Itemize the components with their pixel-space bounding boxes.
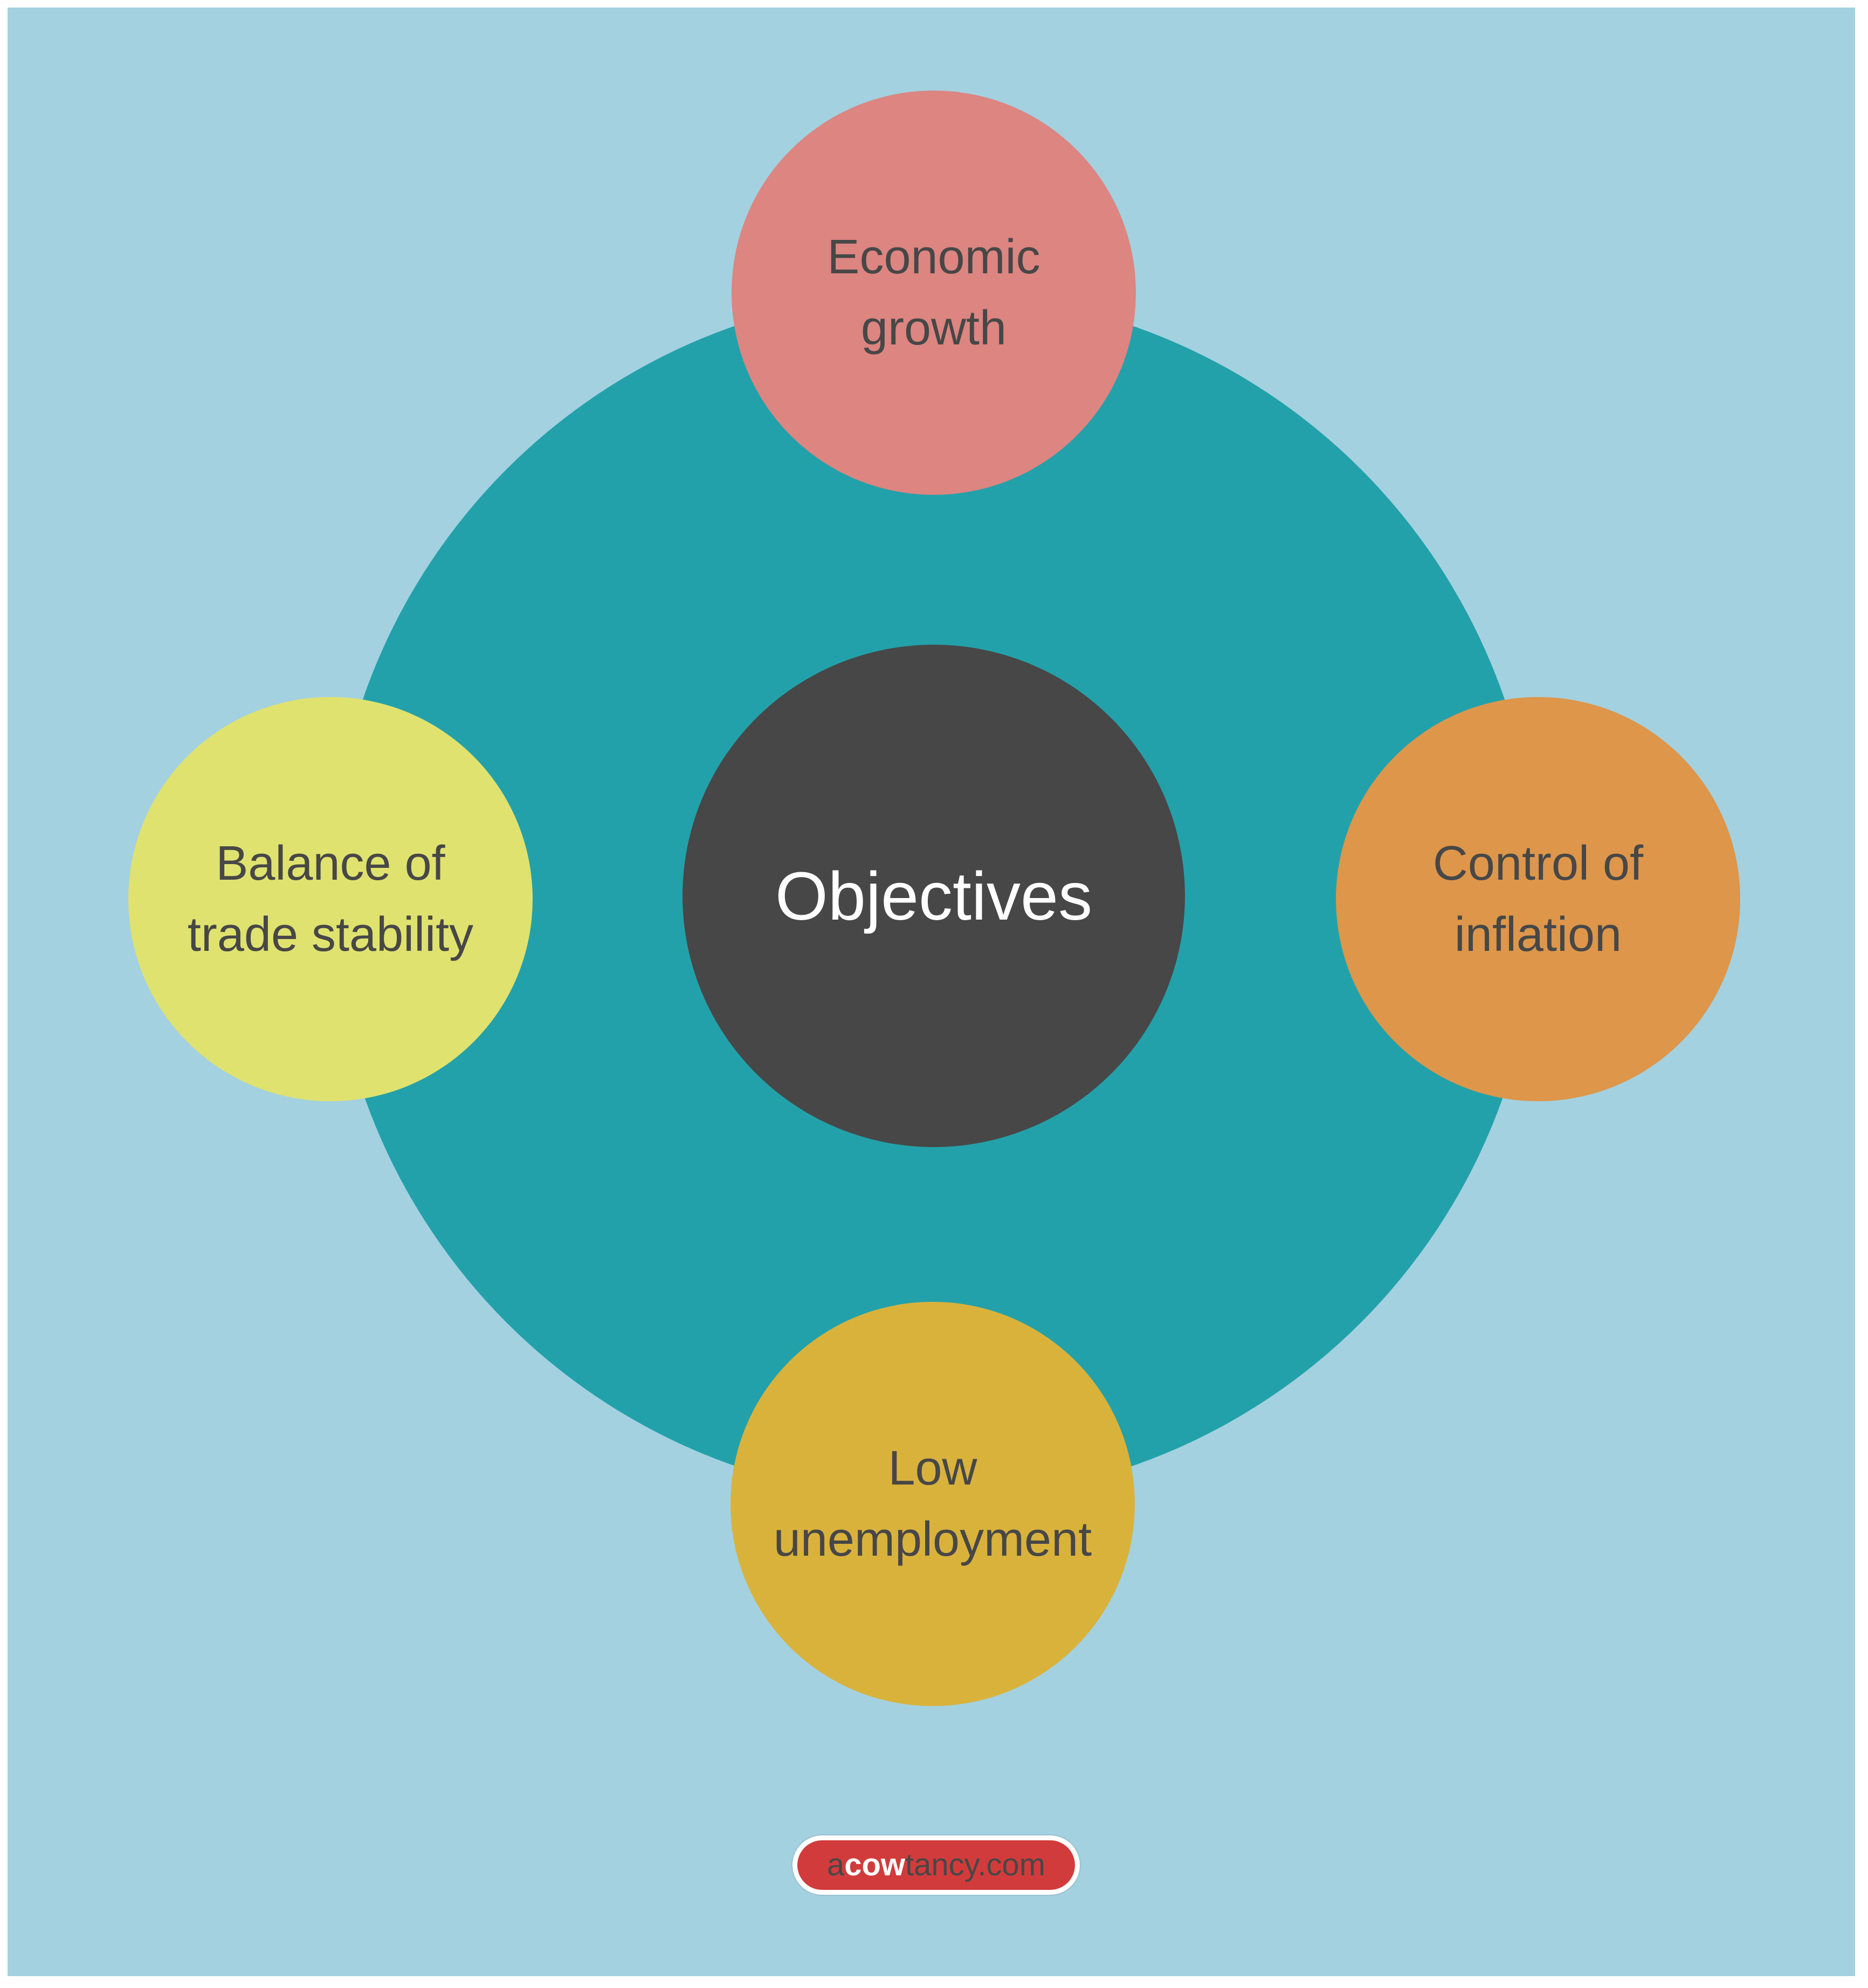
objectives-label: Objectives [775, 858, 1093, 934]
circle-control-of-inflation: Control of inflation [1336, 697, 1740, 1101]
badge-text-suffix: tancy.com [905, 1847, 1046, 1882]
label-low-unemployment: Low unemployment [773, 1441, 1092, 1566]
badge-text-brand: cow [844, 1847, 906, 1882]
circle-low-unemployment: Low unemployment [730, 1302, 1135, 1706]
badge-text-prefix: a [826, 1847, 845, 1882]
label-control-of-inflation: Control of inflation [1432, 836, 1644, 962]
circle-balance-of-trade-stability: Balance of trade stability [128, 697, 533, 1101]
objectives-circle: Objectives [683, 645, 1185, 1147]
circle-economic-growth: Economic growth [732, 91, 1136, 495]
label-economic-growth: Economic growth [827, 230, 1040, 355]
label-balance-of-trade-stability: Balance of trade stability [187, 836, 474, 962]
